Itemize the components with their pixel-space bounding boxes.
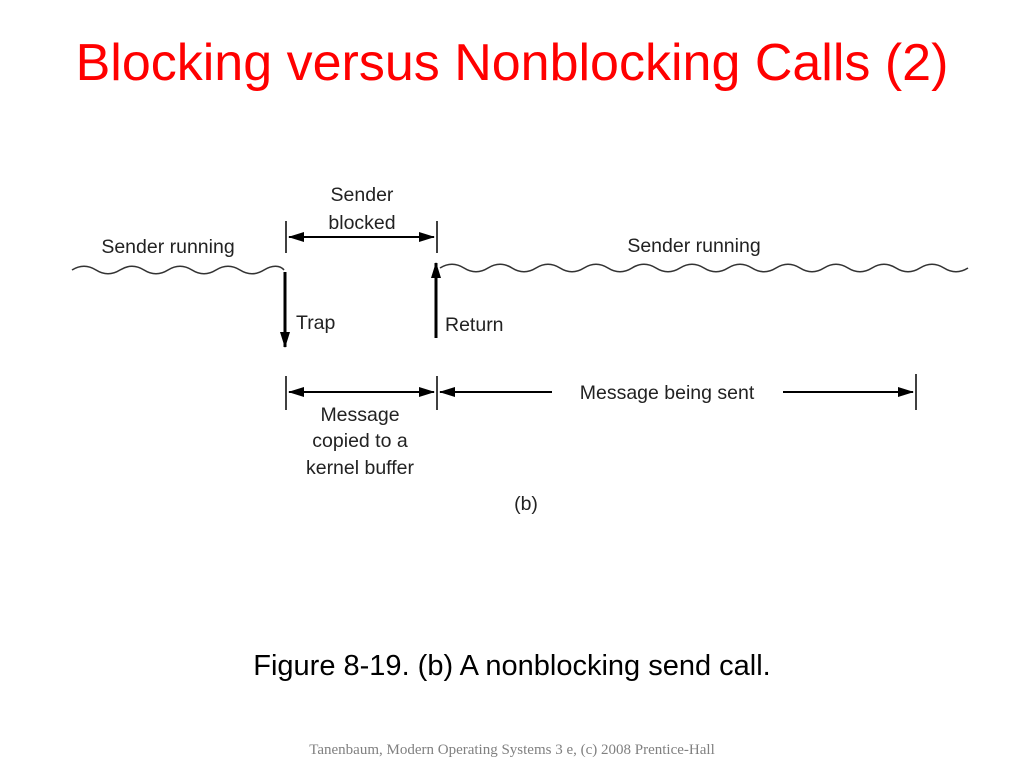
slide-footer: Tanenbaum, Modern Operating Systems 3 e,… bbox=[309, 742, 715, 758]
message-copied-label-line-3: kernel buffer bbox=[306, 457, 415, 479]
sender-running-timeline-right bbox=[439, 263, 969, 273]
sender-running-left-label: Sender running bbox=[101, 236, 234, 258]
sender-blocked-label-line-1: Sender bbox=[331, 184, 394, 206]
figure-caption: Figure 8-19. (b) A nonblocking send call… bbox=[253, 650, 771, 682]
return-label: Return bbox=[445, 314, 504, 336]
message-copied-label-line-2: copied to a bbox=[312, 430, 408, 452]
slide-title: Blocking versus Nonblocking Calls (2) bbox=[75, 34, 949, 92]
message-being-sent-label: Message being sent bbox=[580, 382, 755, 404]
sender-running-right-label: Sender running bbox=[627, 235, 760, 257]
sender-running-timeline-left bbox=[71, 265, 285, 275]
trap-label: Trap bbox=[296, 312, 336, 334]
message-copied-label-line-1: Message bbox=[320, 404, 399, 426]
panel-label: (b) bbox=[514, 493, 538, 515]
sender-blocked-label-line-2: blocked bbox=[328, 212, 395, 234]
